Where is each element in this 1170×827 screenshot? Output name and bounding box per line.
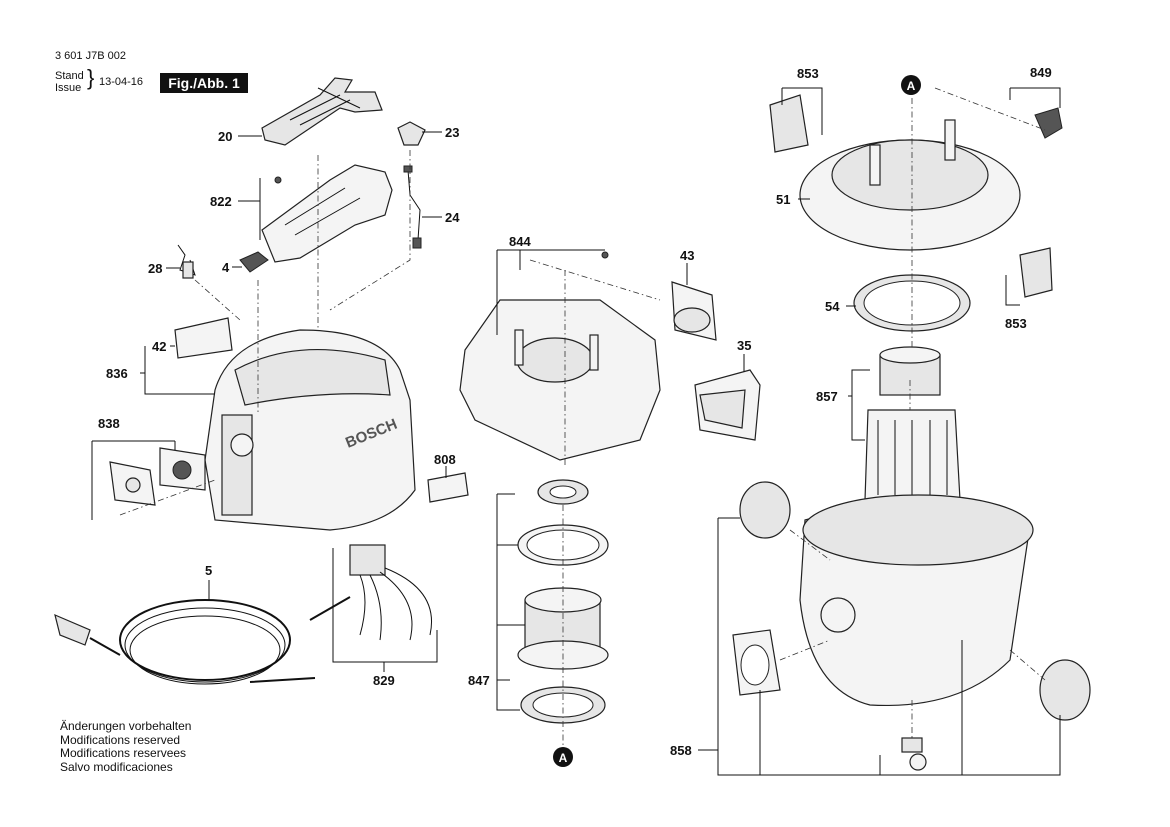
- part-button: [397, 121, 426, 146]
- part-knob-left: [739, 481, 791, 539]
- label-23: 23: [445, 125, 459, 140]
- label-28: 28: [148, 261, 162, 276]
- label-838: 838: [98, 416, 120, 431]
- part-number-labels: 20 23 822 24 28 4 42 836 838 808 5 829 8…: [98, 65, 1052, 758]
- part-motor-cover: [459, 251, 661, 461]
- label-836: 836: [106, 366, 128, 381]
- label-858: 858: [670, 743, 692, 758]
- issue-date: 13-04-16: [99, 76, 144, 88]
- document-number: 3 601 J7B 002: [55, 50, 126, 62]
- stand-label: Stand: [55, 70, 84, 82]
- part-rod: [403, 165, 422, 249]
- part-cord: [54, 599, 316, 685]
- part-sleeve: [694, 369, 761, 441]
- part-castor: [901, 737, 927, 771]
- svg-text:A: A: [559, 751, 568, 765]
- modification-notes: Änderungen vorbehalten Modifications res…: [60, 719, 192, 774]
- label-847: 847: [468, 673, 490, 688]
- part-clip: [1034, 107, 1063, 139]
- label-857: 857: [816, 389, 838, 404]
- part-switch: [239, 251, 269, 273]
- reference-mark-bottom: A: [553, 747, 573, 767]
- label-42: 42: [152, 339, 166, 354]
- part-label-plate: [174, 317, 233, 359]
- label-849: 849: [1030, 65, 1052, 80]
- label-844: 844: [509, 234, 531, 249]
- note-line: Salvo modificaciones: [60, 759, 173, 774]
- note-line: Änderungen vorbehalten: [60, 719, 192, 733]
- part-latch-bottom: [1019, 247, 1053, 298]
- figure-badge: Fig./Abb. 1: [160, 73, 248, 93]
- label-24: 24: [445, 210, 460, 225]
- svg-text:A: A: [907, 79, 916, 93]
- label-853-top: 853: [797, 66, 819, 81]
- part-latch-top: [769, 94, 809, 153]
- part-brush: [177, 244, 196, 279]
- part-plate: [109, 447, 206, 506]
- label-20: 20: [218, 129, 232, 144]
- label-51: 51: [776, 192, 790, 207]
- label-808: 808: [434, 452, 456, 467]
- brace-glyph: }: [87, 65, 95, 90]
- part-handle: [261, 77, 383, 146]
- label-54: 54: [825, 299, 840, 314]
- reference-mark-top: A: [901, 75, 921, 95]
- part-label-small: [427, 472, 469, 503]
- part-filter-basket: [864, 346, 961, 501]
- label-5: 5: [205, 563, 212, 578]
- note-line: Modifications reservees: [60, 746, 187, 760]
- part-knob-right: [1039, 659, 1091, 721]
- assembly-axes: [119, 87, 1046, 745]
- part-hose-adapter: [671, 281, 717, 341]
- part-head: [799, 119, 1021, 251]
- leader-lines: [91, 87, 1061, 776]
- label-43: 43: [680, 248, 694, 263]
- part-seal-ring-upper: [537, 479, 589, 505]
- note-line: Modifications reserved: [60, 732, 181, 747]
- label-853-bottom: 853: [1005, 316, 1027, 331]
- label-822: 822: [210, 194, 232, 209]
- part-container: [799, 494, 1034, 707]
- part-port: [732, 629, 781, 696]
- part-wiring: [309, 544, 432, 641]
- part-frame: [261, 164, 393, 263]
- part-housing: [204, 329, 416, 531]
- issue-label: Issue: [55, 82, 82, 94]
- label-4: 4: [222, 260, 230, 275]
- stand-issue-labels: Stand Issue: [55, 70, 84, 94]
- label-829: 829: [373, 673, 395, 688]
- label-35: 35: [737, 338, 751, 353]
